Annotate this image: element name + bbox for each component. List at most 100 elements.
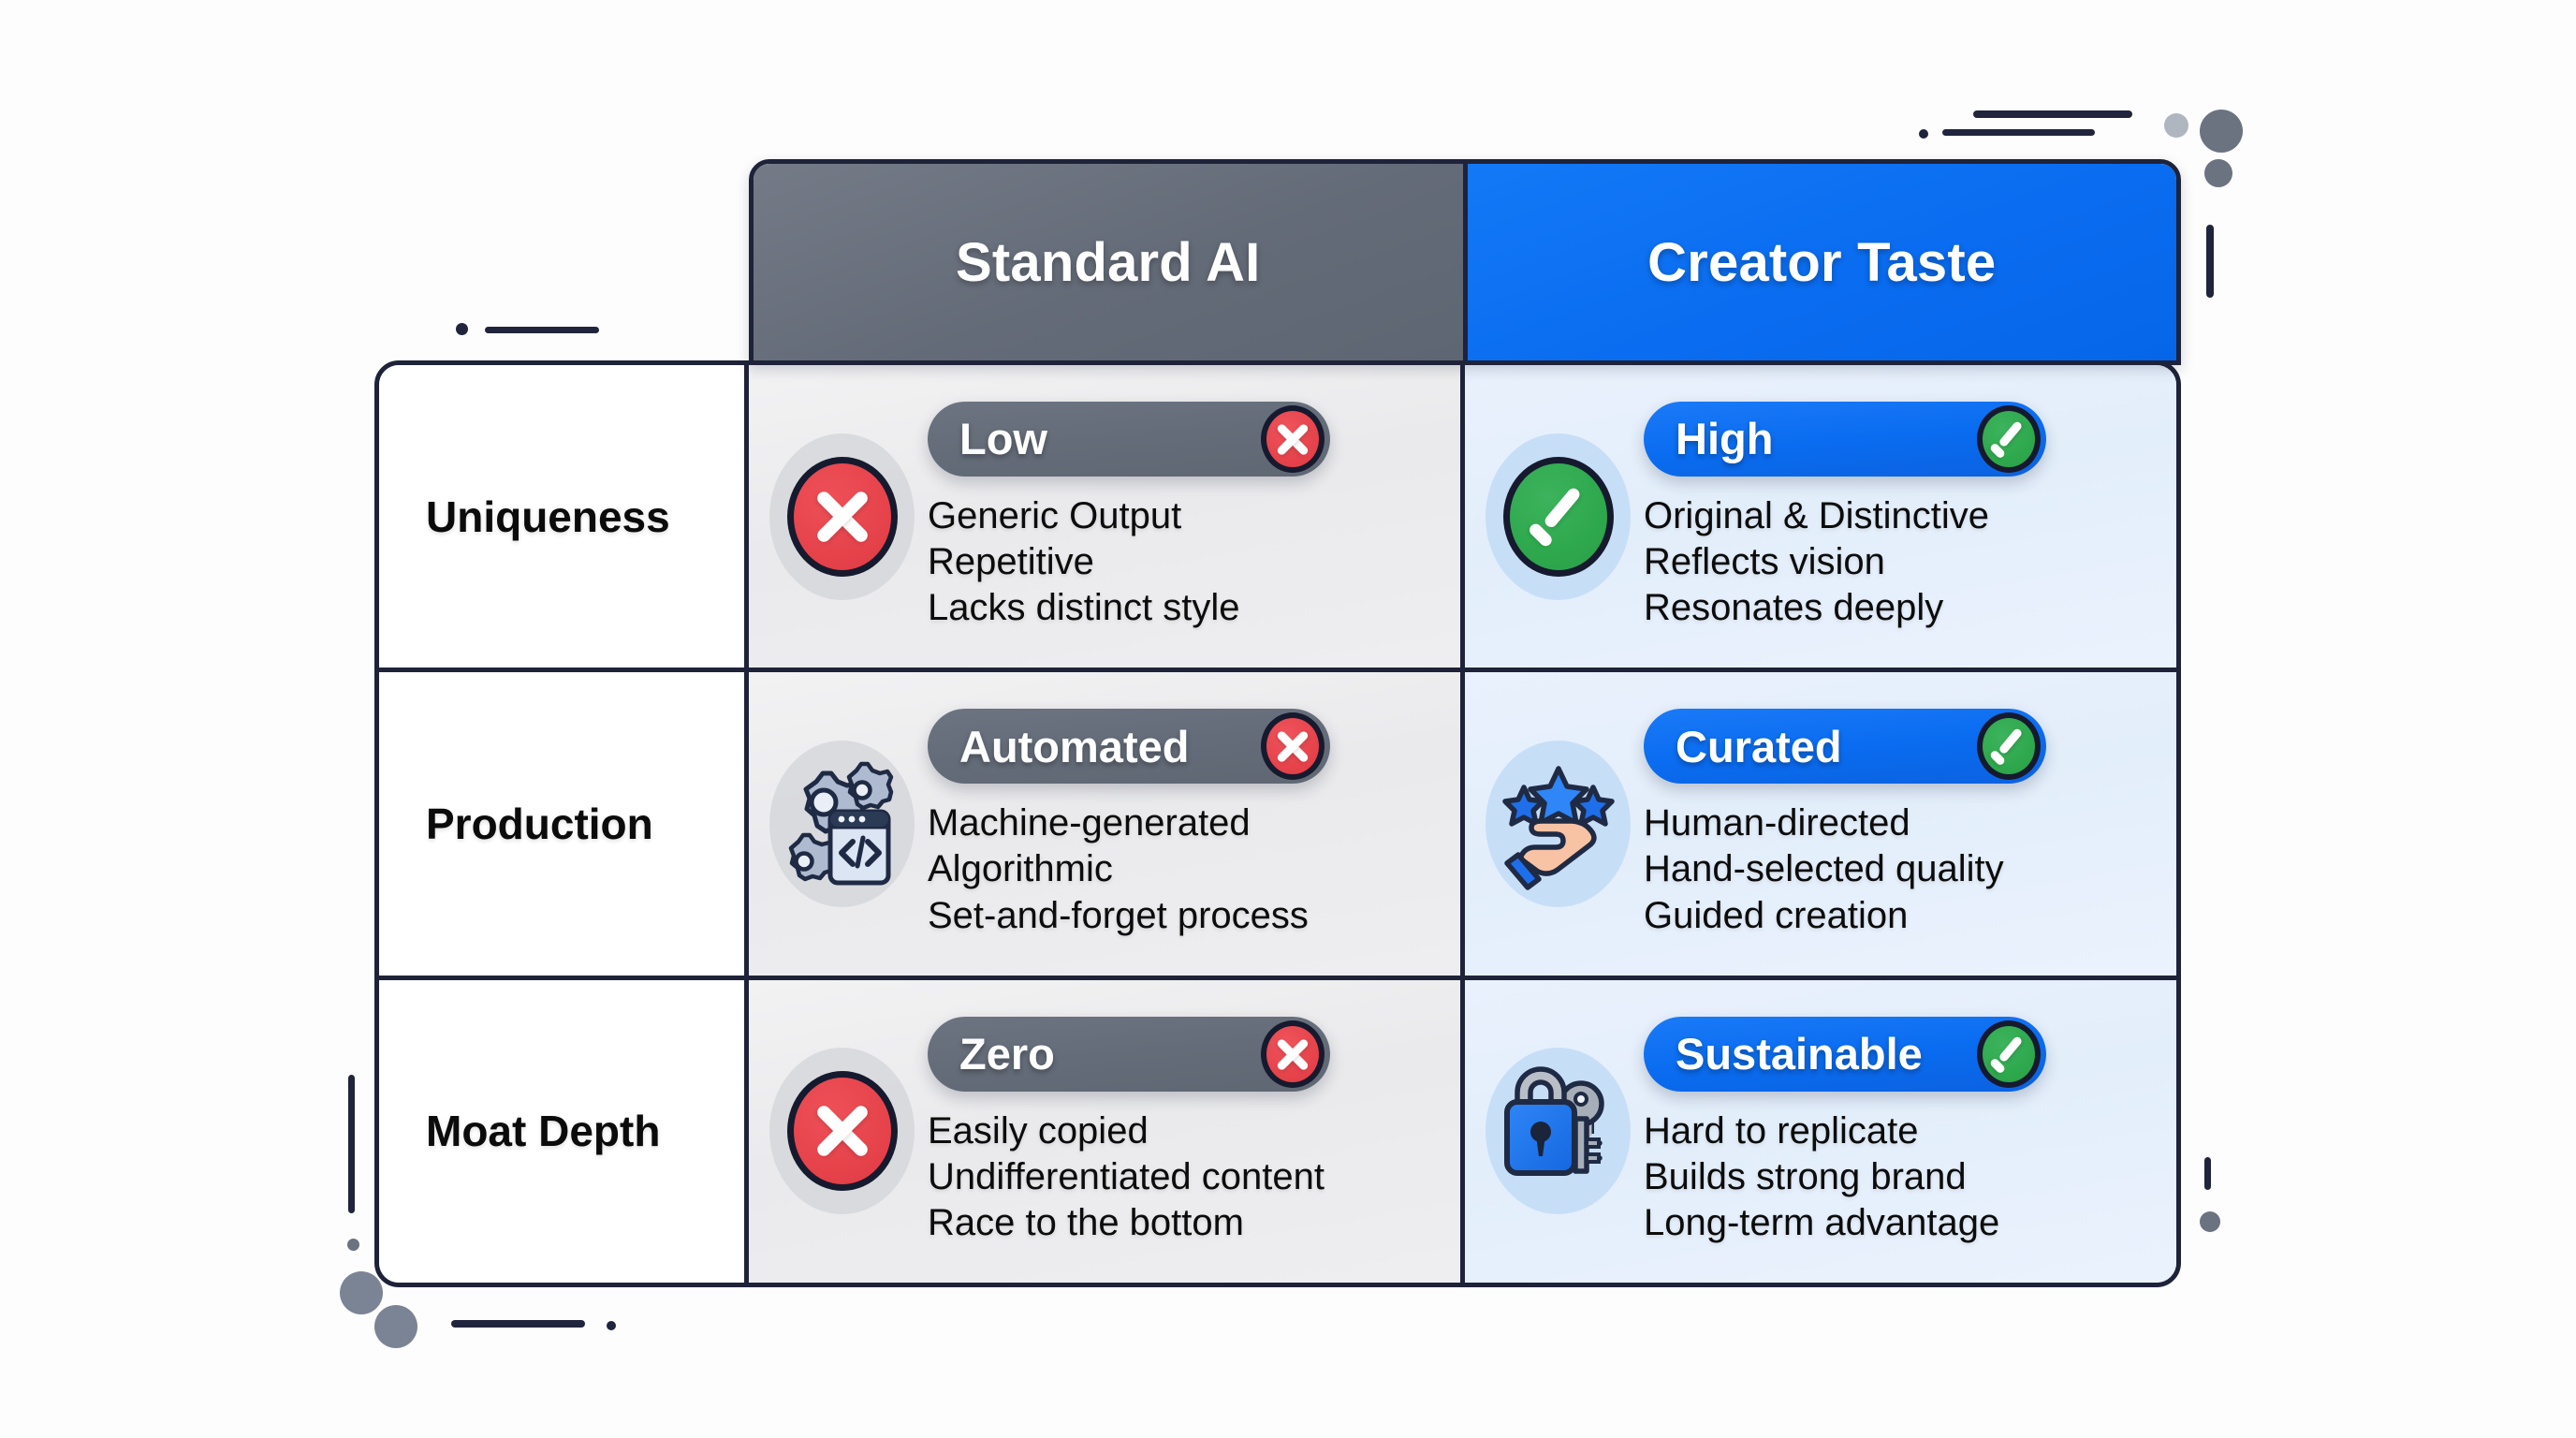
x-mark-icon (813, 1102, 871, 1160)
decor-dot-bottom-left-tiny (347, 1239, 359, 1251)
list-item: Guided creation (1644, 894, 1909, 936)
row-icon-slot (1476, 980, 1640, 1283)
table-row: Production (379, 668, 2176, 976)
gears-code-window-icon (772, 754, 913, 894)
row-label-text: Uniqueness (426, 492, 670, 541)
decor-dot-bottom-right (2200, 1211, 2220, 1232)
check-mark-icon (1988, 727, 2027, 767)
list-item: Machine-generated (928, 802, 1251, 844)
cell-moat-depth-creator-taste: Sustainable Hard to replicate (1460, 979, 2176, 1283)
cell-content: Sustainable Hard to replicate (1640, 1016, 2161, 1247)
cell-content: Low Generic Output Repet (924, 401, 1445, 632)
table-row: Uniqueness (379, 365, 2176, 668)
x-circle-icon (1261, 712, 1325, 781)
decor-line-right-vertical (2206, 225, 2214, 298)
x-mark-icon (813, 488, 871, 546)
list-item: Repetitive (928, 541, 1094, 583)
bullet-list: Original & Distinctive Reflects vision R… (1644, 493, 2161, 632)
cell-uniqueness-creator-taste: High Original & Distinctive (1460, 365, 2176, 668)
cell-production-creator-taste: Curated Human-directed H (1460, 672, 2176, 976)
row-icon-slot (760, 980, 924, 1283)
status-badge-label: Automated (959, 721, 1190, 771)
decor-dot-top-right-large (2200, 110, 2243, 153)
x-circle-icon (1261, 404, 1325, 473)
status-badge: Low (928, 401, 1330, 477)
row-icon-slot (760, 365, 924, 668)
bullet-list: Generic Output Repetitive Lacks distinct… (928, 493, 1445, 632)
decor-dot-bottom-left-lower (374, 1305, 417, 1348)
row-label-text: Production (426, 799, 653, 848)
decor-dot-bottom-center (607, 1321, 616, 1330)
decor-dot-top-right-medium (2204, 159, 2232, 187)
table-body: Uniqueness (374, 360, 2181, 1287)
column-header-standard-ai-label: Standard AI (955, 231, 1261, 293)
row-label-production: Production (379, 672, 749, 976)
cell-content: Automated Machine-generated (924, 709, 1445, 939)
list-item: Hard to replicate (1644, 1109, 1919, 1152)
status-badge-label: High (1676, 414, 1774, 464)
decor-line-top-right-upper (1973, 110, 2132, 118)
decor-dot-top-right-light (2164, 113, 2188, 138)
list-item: Hand-selected quality (1644, 848, 2004, 890)
check-mark-icon (1988, 419, 2027, 460)
status-badge: High (1644, 401, 2046, 477)
list-item: Undifferentiated content (928, 1155, 1325, 1197)
bullet-list: Hard to replicate Builds strong brand Lo… (1644, 1108, 2161, 1247)
row-icon-slot (760, 672, 924, 975)
column-header-standard-ai: Standard AI (754, 164, 1463, 360)
status-badge: Sustainable (1644, 1016, 2046, 1092)
cell-moat-depth-standard-ai: Zero Easily copied Undif (749, 979, 1460, 1283)
cell-uniqueness-standard-ai: Low Generic Output Repet (749, 365, 1460, 668)
cell-content: Curated Human-directed H (1640, 709, 2161, 939)
list-item: Easily copied (928, 1109, 1149, 1152)
list-item: Algorithmic (928, 848, 1113, 890)
list-item: Long-term advantage (1644, 1201, 2000, 1243)
status-badge-label: Sustainable (1676, 1029, 1923, 1079)
decor-line-top-right-lower (1942, 129, 2095, 136)
row-label-text: Moat Depth (426, 1107, 661, 1156)
bullet-list: Human-directed Hand-selected quality Gui… (1644, 800, 2161, 939)
list-item: Human-directed (1644, 802, 1910, 844)
status-badge-label: Zero (959, 1029, 1055, 1079)
decor-dot-top-right-tiny (1919, 129, 1928, 139)
list-item: Set-and-forget process (928, 894, 1309, 936)
bullet-list: Machine-generated Algorithmic Set-and-fo… (928, 800, 1445, 939)
bullet-list: Easily copied Undifferentiated content R… (928, 1108, 1445, 1247)
cell-content: High Original & Distinctive (1640, 401, 2161, 632)
table-header-row: Standard AI Creator Taste (749, 159, 2181, 365)
row-icon-slot (1476, 672, 1640, 975)
decor-line-bottom-left (451, 1320, 585, 1328)
check-circle-icon (1502, 456, 1614, 577)
row-icon-slot (1476, 365, 1640, 668)
decor-line-top-left (485, 327, 599, 333)
status-badge-label: Curated (1676, 721, 1842, 771)
decor-line-bottom-right-vertical (2204, 1157, 2211, 1190)
list-item: Reflects vision (1644, 541, 1885, 583)
check-mark-icon (1526, 485, 1588, 549)
list-item: Lacks distinct style (928, 587, 1240, 629)
status-badge: Zero (928, 1016, 1330, 1092)
check-circle-icon (1977, 404, 2041, 473)
row-label-moat-depth: Moat Depth (379, 979, 749, 1283)
list-item: Resonates deeply (1644, 587, 1944, 629)
cell-production-standard-ai: Automated Machine-generated (749, 672, 1460, 976)
list-item: Builds strong brand (1644, 1155, 1967, 1197)
check-circle-icon (1977, 1020, 2041, 1088)
list-item: Original & Distinctive (1644, 494, 1990, 536)
decor-dot-bottom-left-upper (340, 1271, 383, 1314)
hand-holding-stars-icon (1488, 754, 1629, 894)
x-circle-icon (1261, 1020, 1325, 1088)
row-label-uniqueness: Uniqueness (379, 365, 749, 668)
decor-dot-top-left (456, 323, 468, 335)
check-circle-icon (1977, 712, 2041, 781)
cell-content: Zero Easily copied Undif (924, 1016, 1445, 1247)
status-badge-label: Low (959, 414, 1047, 464)
status-badge: Automated (928, 709, 1330, 785)
list-item: Race to the bottom (928, 1201, 1244, 1243)
x-mark-icon (1275, 421, 1310, 457)
x-circle-icon (786, 1071, 898, 1192)
decor-line-bottom-left-vertical (348, 1075, 355, 1213)
lock-and-key-icon (1488, 1061, 1629, 1201)
list-item: Generic Output (928, 494, 1182, 536)
